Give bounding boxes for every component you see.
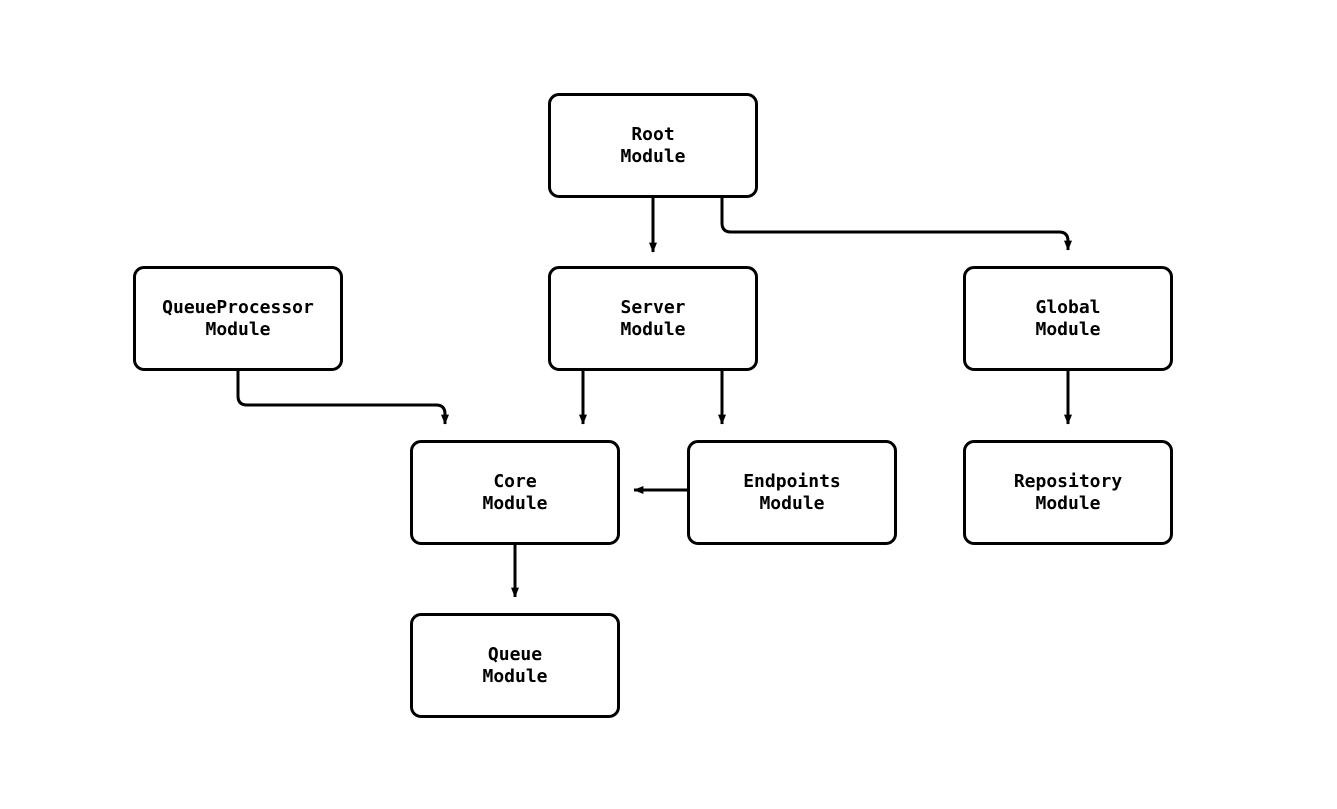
- edge-root-to-global: [720, 198, 1072, 251]
- edge-queueprocessor-to-core: [236, 371, 449, 425]
